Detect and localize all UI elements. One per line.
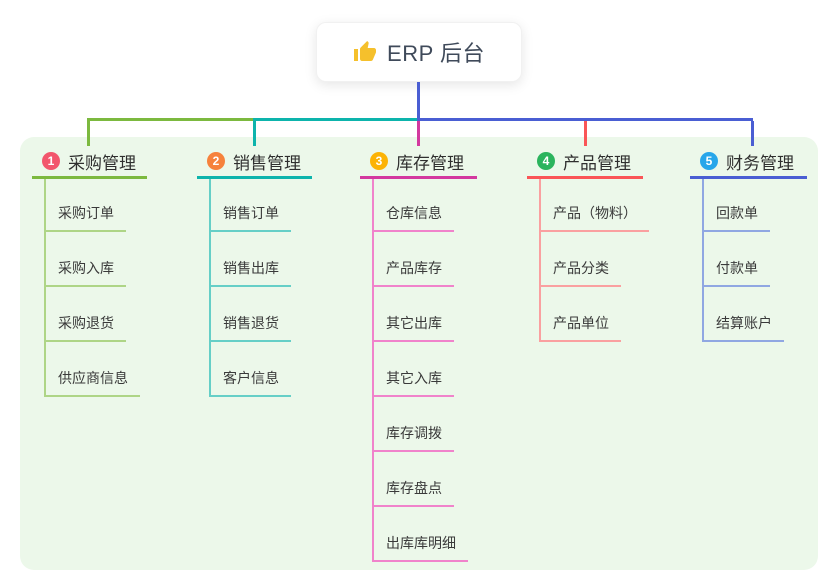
child-node-sales-3[interactable]: 销售退货: [209, 306, 291, 342]
child-tree-line: [209, 179, 211, 397]
child-tree-line: [702, 179, 704, 342]
branch-drop-line-inventory: [417, 121, 420, 146]
branch-finance: 5 财务管理回款单付款单结算账户: [690, 146, 807, 342]
child-node-purchase-4[interactable]: 供应商信息: [44, 361, 140, 397]
child-node-finance-1[interactable]: 回款单: [702, 196, 770, 232]
child-node-purchase-1[interactable]: 采购订单: [44, 196, 126, 232]
connector-segment-mid: [253, 118, 417, 121]
branch-title-product[interactable]: 4 产品管理: [527, 146, 643, 179]
child-node-sales-4[interactable]: 客户信息: [209, 361, 291, 397]
child-node-purchase-3[interactable]: 采购退货: [44, 306, 126, 342]
branch-product: 4 产品管理产品（物料） 产品分类产品单位: [527, 146, 649, 342]
child-node-inventory-2[interactable]: 产品库存: [372, 251, 454, 287]
branch-drop-line-purchase: [87, 121, 90, 146]
branch-drop-line-product: [584, 121, 587, 146]
child-node-inventory-4[interactable]: 其它入库: [372, 361, 454, 397]
child-node-purchase-2[interactable]: 采购入库: [44, 251, 126, 287]
branch-title-label: 采购管理: [68, 153, 136, 173]
branch-drop-line-sales: [253, 121, 256, 146]
branch-title-label: 财务管理: [726, 153, 794, 173]
root-node[interactable]: ERP 后台: [316, 22, 522, 82]
branch-number-badge: 5: [700, 152, 718, 170]
child-tree-line: [372, 179, 374, 562]
child-node-product-2[interactable]: 产品分类: [539, 251, 621, 287]
child-node-inventory-1[interactable]: 仓库信息: [372, 196, 454, 232]
connector-segment-right: [420, 118, 753, 121]
root-connector-line: [417, 82, 420, 121]
child-node-product-1[interactable]: 产品（物料）: [539, 196, 649, 232]
branch-title-label: 销售管理: [233, 153, 301, 173]
child-node-inventory-7[interactable]: 出库库明细: [372, 526, 468, 562]
thumbs-up-icon: [354, 41, 377, 61]
child-node-finance-2[interactable]: 付款单: [702, 251, 770, 287]
branch-number-badge: 2: [207, 152, 225, 170]
child-tree-line: [44, 179, 46, 397]
child-node-inventory-3[interactable]: 其它出库: [372, 306, 454, 342]
branch-number-badge: 4: [537, 152, 555, 170]
branch-title-sales[interactable]: 2 销售管理: [197, 146, 312, 179]
branch-title-label: 产品管理: [563, 153, 631, 173]
branch-number-badge: 3: [370, 152, 388, 170]
child-node-sales-1[interactable]: 销售订单: [209, 196, 291, 232]
branch-number-badge: 1: [42, 152, 60, 170]
branch-title-label: 库存管理: [396, 153, 464, 173]
branches-panel: [20, 137, 818, 570]
child-node-sales-2[interactable]: 销售出库: [209, 251, 291, 287]
branch-inventory: 3 库存管理仓库信息产品库存其它出库其它入库库存调拨库存盘点出库库明细: [360, 146, 477, 562]
branch-title-inventory[interactable]: 3 库存管理: [360, 146, 477, 179]
connector-segment-left: [87, 118, 253, 121]
child-node-inventory-5[interactable]: 库存调拨: [372, 416, 454, 452]
root-label: ERP 后台: [387, 41, 485, 66]
child-node-inventory-6[interactable]: 库存盘点: [372, 471, 454, 507]
branch-sales: 2 销售管理销售订单销售出库销售退货客户信息: [197, 146, 312, 397]
branch-title-finance[interactable]: 5 财务管理: [690, 146, 807, 179]
child-node-finance-3[interactable]: 结算账户: [702, 306, 784, 342]
branch-title-purchase[interactable]: 1 采购管理: [32, 146, 147, 179]
child-tree-line: [539, 179, 541, 342]
child-node-product-3[interactable]: 产品单位: [539, 306, 621, 342]
branch-purchase: 1 采购管理采购订单采购入库采购退货供应商信息: [32, 146, 147, 397]
branch-drop-line-finance: [751, 121, 754, 146]
